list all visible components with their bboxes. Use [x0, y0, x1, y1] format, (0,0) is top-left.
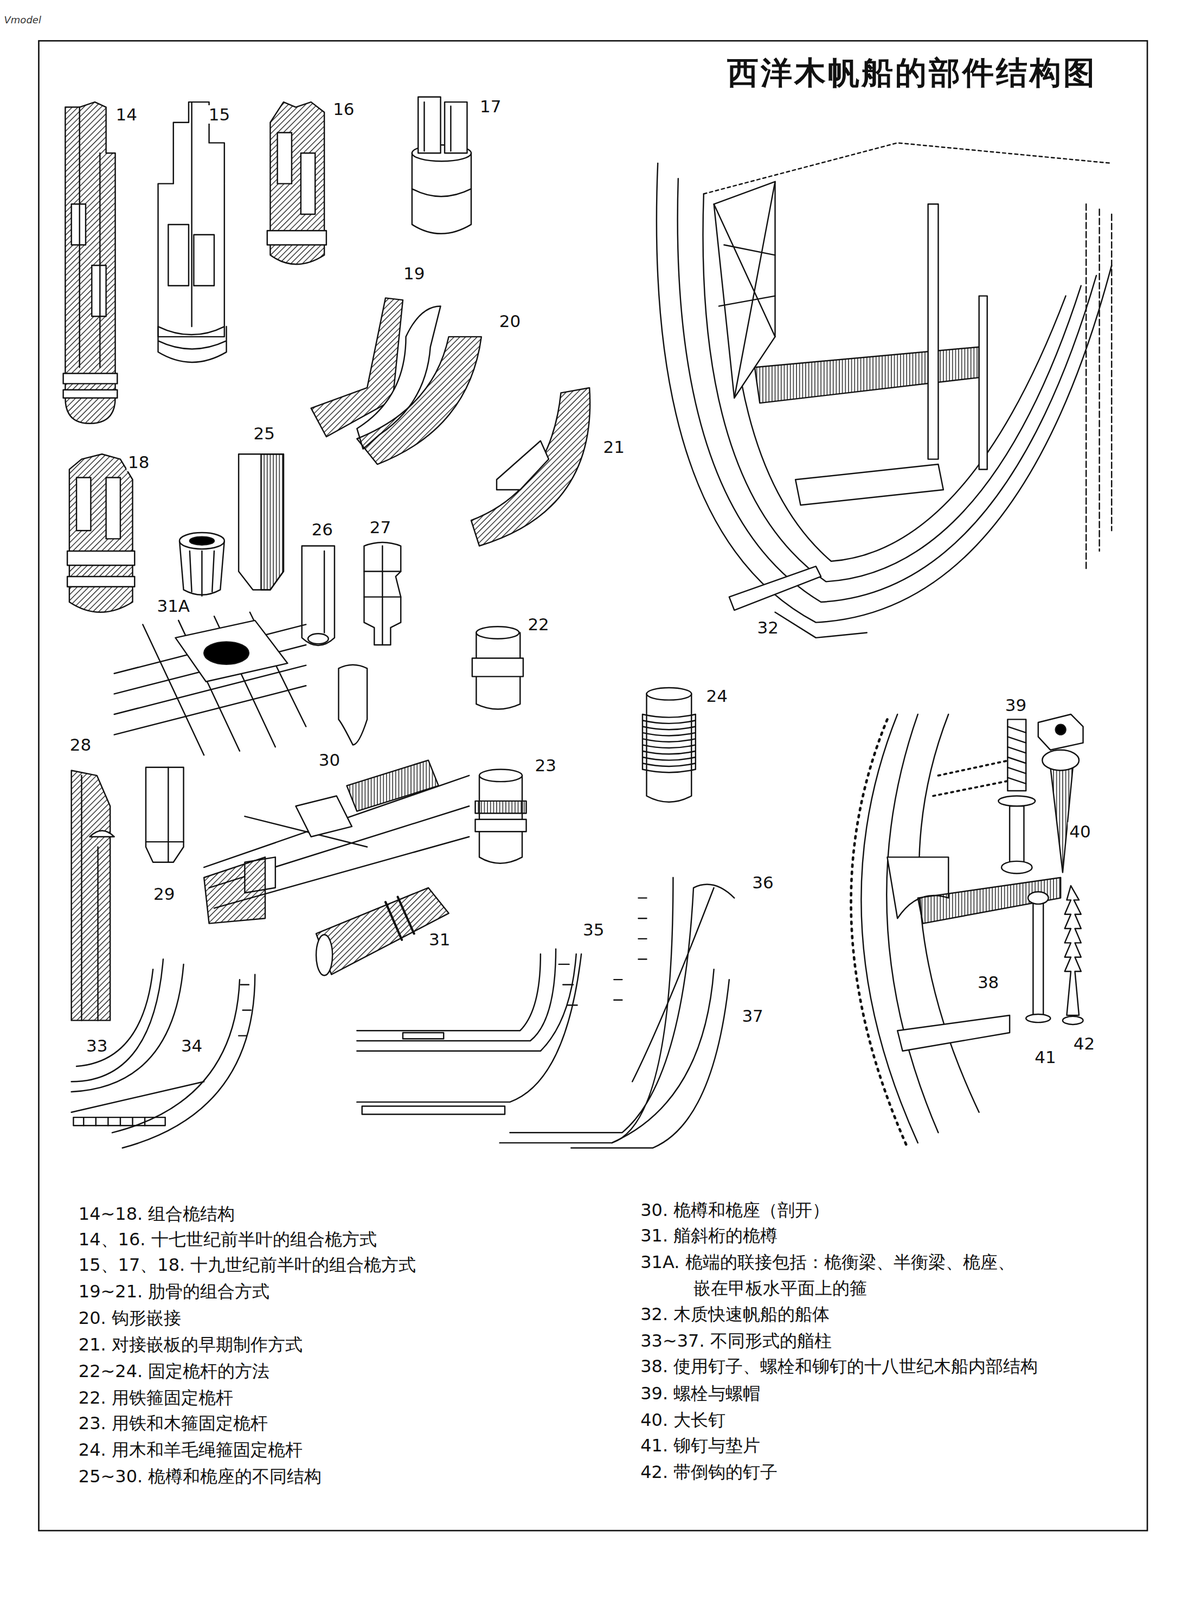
callout-number: 27 — [368, 517, 393, 537]
caption-line: 21. 对接嵌板的早期制作方式 — [78, 1331, 303, 1358]
caption-line: 33~37. 不同形式的艏柱 — [640, 1327, 832, 1354]
callout-number: 30 — [317, 750, 342, 769]
callout-number: 40 — [1067, 821, 1092, 841]
callout-number: 42 — [1071, 1033, 1097, 1053]
watermark: Vmodel — [4, 14, 42, 26]
callout-number: 20 — [497, 311, 523, 331]
callout-number: 38 — [975, 972, 1001, 992]
callout-number: 25 — [251, 424, 276, 443]
callout-number: 35 — [581, 919, 606, 939]
callout-number: 29 — [151, 884, 177, 903]
callout-number: 37 — [740, 1006, 765, 1025]
callout-number: 31 — [427, 929, 452, 949]
callout-number: 32 — [755, 618, 781, 637]
caption-line: 31. 艏斜桁的桅樽 — [640, 1222, 778, 1249]
callout-number: 31A — [155, 596, 192, 615]
caption-line: 14、16. 十七世纪前半叶的组合桅方式 — [78, 1225, 377, 1252]
callout-number: 16 — [331, 99, 356, 119]
caption-line: 39. 螺栓与螺帽 — [640, 1379, 761, 1406]
caption-line: 40. 大长钉 — [640, 1406, 726, 1433]
callout-number: 26 — [310, 519, 335, 539]
callout-number: 22 — [525, 614, 551, 634]
caption-line: 24. 用木和羊毛绳箍固定桅杆 — [78, 1436, 303, 1463]
callout-number: 23 — [533, 755, 558, 775]
callout-number: 21 — [601, 437, 627, 456]
callout-number: 14 — [114, 105, 139, 124]
caption-line: 41. 铆钉与垫片 — [640, 1431, 761, 1458]
diagram-title: 西洋木帆船的部件结构图 — [727, 52, 1097, 95]
caption-line: 22~24. 固定桅杆的方法 — [78, 1357, 271, 1384]
callout-number: 34 — [179, 1036, 204, 1055]
callout-number: 28 — [68, 735, 93, 754]
callout-number: 24 — [704, 686, 730, 705]
caption-line: 15、17、18. 十九世纪前半叶的组合桅方式 — [78, 1251, 417, 1278]
caption-line: 30. 桅樽和桅座（剖开） — [640, 1196, 830, 1223]
caption-line: 23. 用铁和木箍固定桅杆 — [78, 1409, 268, 1436]
caption-line: 14~18. 组合桅结构 — [78, 1200, 236, 1227]
callout-number: 33 — [84, 1036, 109, 1055]
caption-line: 20. 钩形嵌接 — [78, 1304, 182, 1331]
callout-number: 41 — [1032, 1047, 1058, 1066]
callout-number: 19 — [401, 264, 427, 283]
caption-line: 25~30. 桅樽和桅座的不同结构 — [78, 1462, 323, 1489]
callout-number: 15 — [207, 105, 232, 124]
caption-line: 22. 用铁箍固定桅杆 — [78, 1384, 234, 1411]
callout-number: 18 — [126, 452, 151, 472]
caption-line: 38. 使用钉子、螺栓和铆钉的十八世纪木船内部结构 — [640, 1352, 1038, 1379]
caption-line: 19~21. 肋骨的组合方式 — [78, 1277, 271, 1304]
callout-number: 17 — [478, 97, 503, 116]
caption-line: 31A. 桅端的联接包括：桅衡梁、半衡梁、桅座、嵌在甲板水平面上的箍 — [640, 1248, 1029, 1301]
caption-line: 32. 木质快速帆船的船体 — [640, 1300, 830, 1327]
callout-number: 39 — [1003, 695, 1029, 715]
callout-number: 36 — [750, 872, 775, 892]
caption-line: 42. 带倒钩的钉子 — [640, 1458, 778, 1485]
